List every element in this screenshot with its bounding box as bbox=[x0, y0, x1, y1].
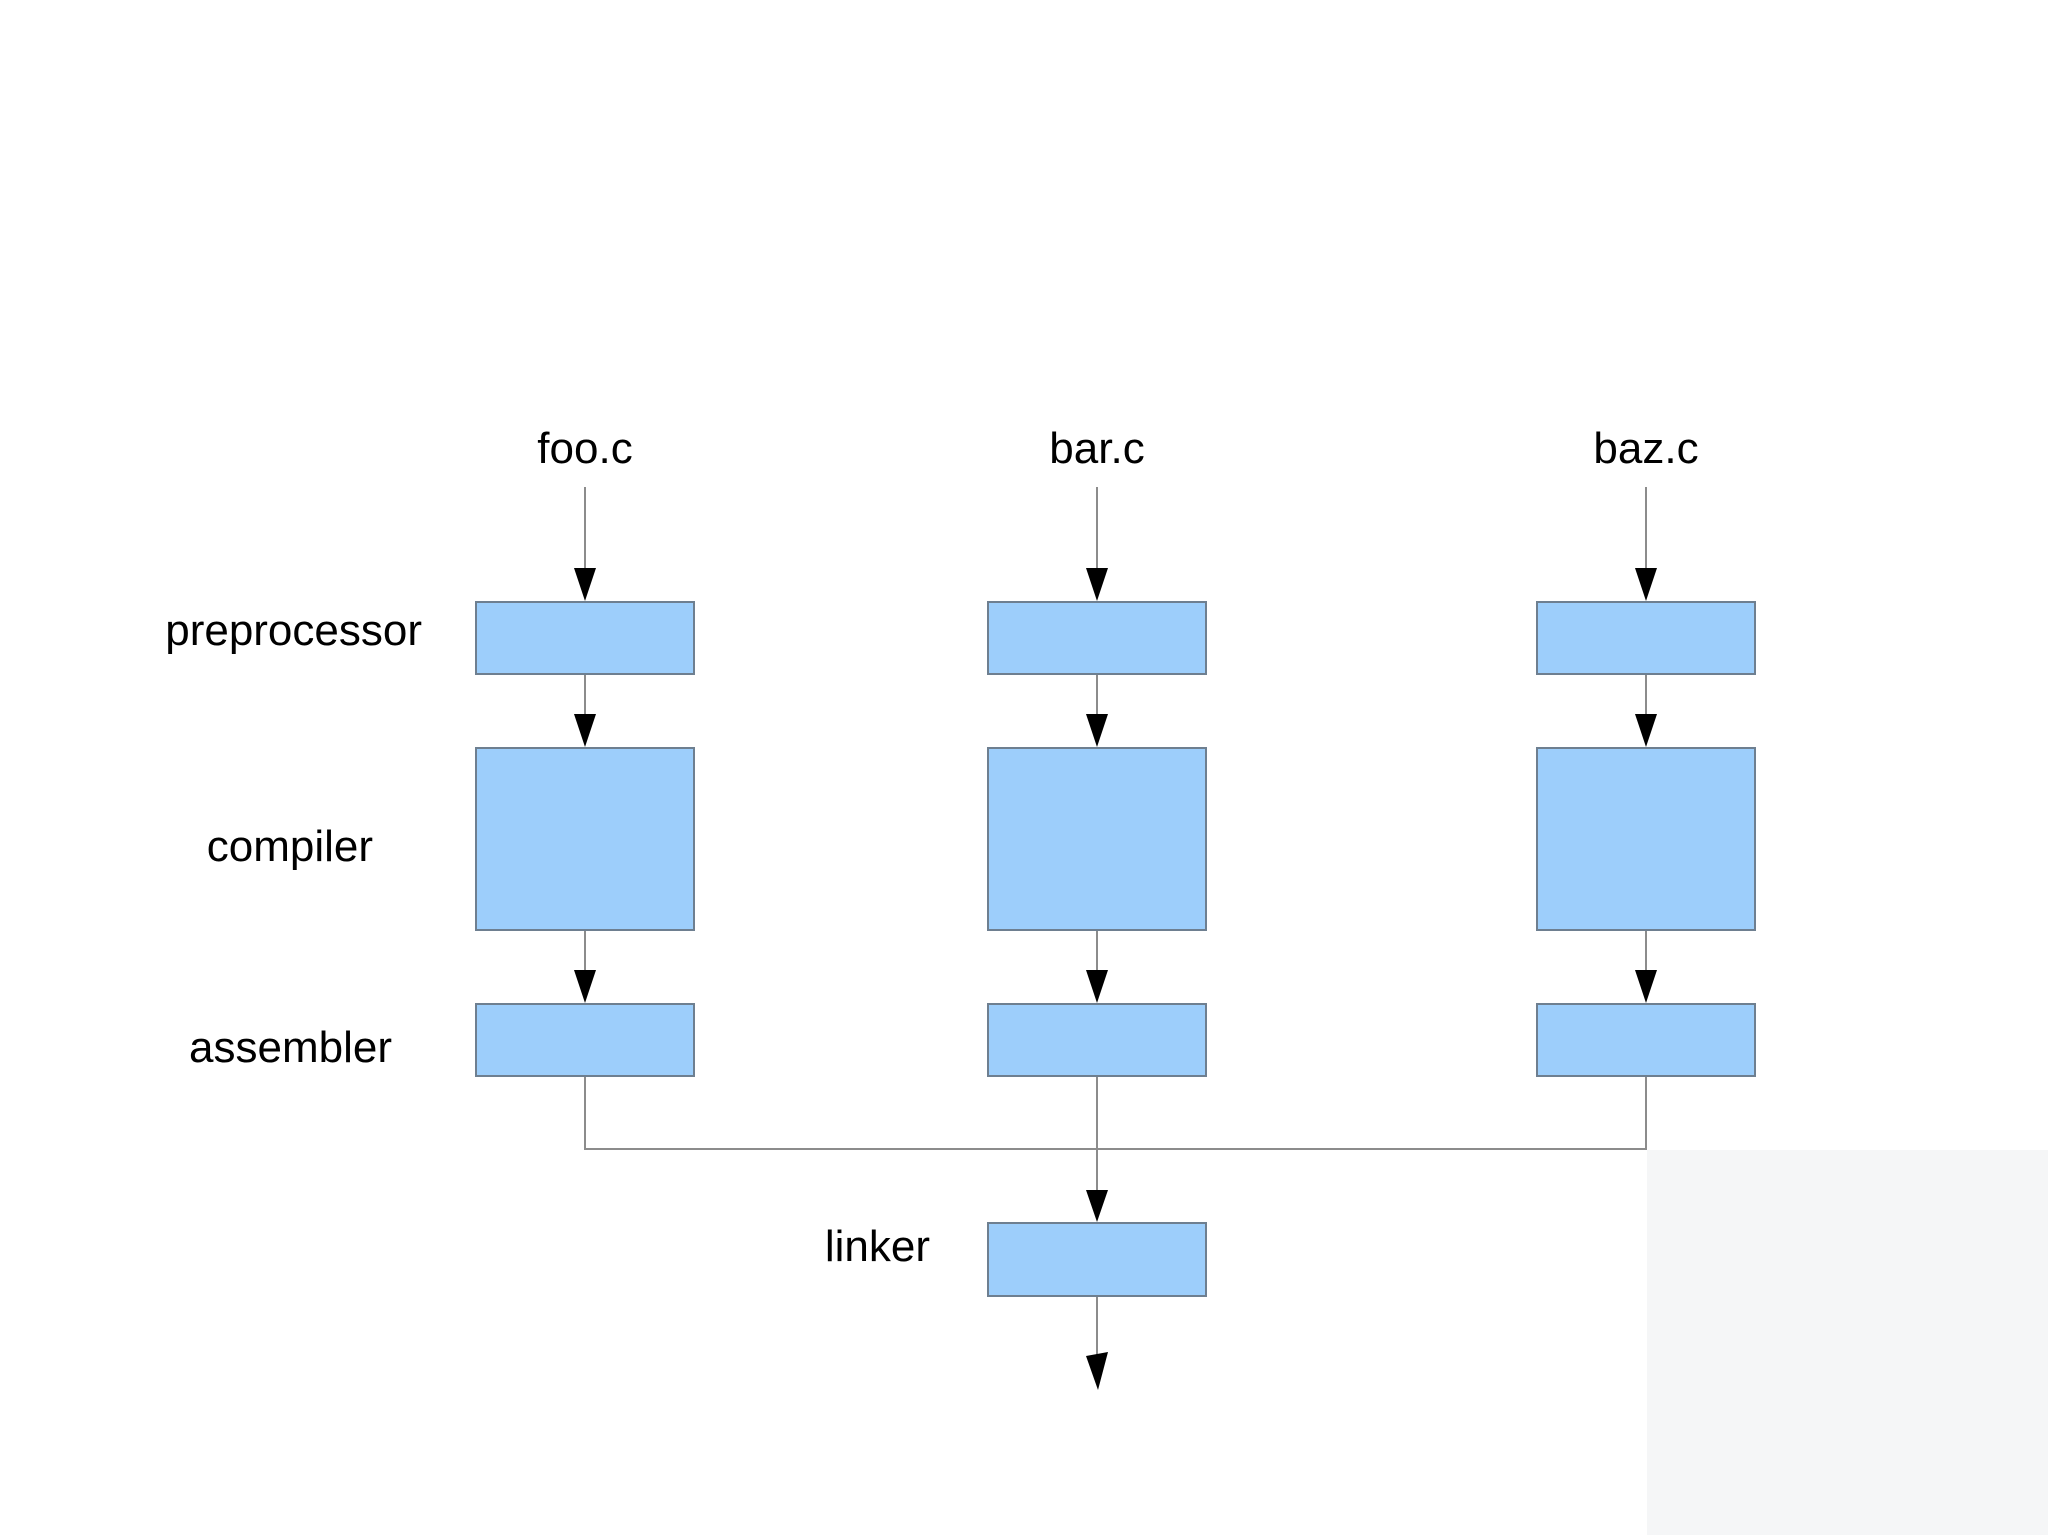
source-label-baz: baz.c bbox=[1593, 424, 1699, 473]
compiler-box-baz bbox=[1536, 747, 1756, 931]
stage-label-assembler: assembler bbox=[189, 1023, 392, 1072]
arrow-down-icon bbox=[1086, 714, 1108, 747]
assembler-box-baz bbox=[1536, 1003, 1756, 1077]
stage-label-linker: linker bbox=[824, 1222, 930, 1271]
linker-box bbox=[987, 1222, 1207, 1297]
arrow-down-icon bbox=[1086, 1190, 1108, 1222]
assembler-box-bar bbox=[987, 1003, 1207, 1077]
compiler-box-foo bbox=[475, 747, 695, 931]
preprocessor-box-baz bbox=[1536, 601, 1756, 675]
stage-label-preprocessor: preprocessor bbox=[165, 606, 422, 655]
merge-bus-line bbox=[584, 1077, 1647, 1150]
arrow-down-icon bbox=[1635, 568, 1657, 601]
arrow-down-icon bbox=[574, 568, 596, 601]
preprocessor-box-bar bbox=[987, 601, 1207, 675]
arrow-down-icon bbox=[1635, 970, 1657, 1003]
stage-label-compiler: compiler bbox=[206, 822, 373, 871]
compiler-box-bar bbox=[987, 747, 1207, 931]
background-shade bbox=[1647, 1150, 2048, 1535]
preprocessor-box-foo bbox=[475, 601, 695, 675]
arrow-down-icon bbox=[574, 714, 596, 747]
arrow-down-icon bbox=[1086, 568, 1108, 601]
source-label-foo: foo.c bbox=[537, 424, 633, 473]
source-label-bar: bar.c bbox=[1049, 424, 1145, 473]
arrow-down-icon bbox=[574, 970, 596, 1003]
arrow-down-icon bbox=[1086, 970, 1108, 1003]
arrow-down-icon bbox=[1086, 1352, 1108, 1390]
assembler-box-foo bbox=[475, 1003, 695, 1077]
arrow-down-icon bbox=[1635, 714, 1657, 747]
